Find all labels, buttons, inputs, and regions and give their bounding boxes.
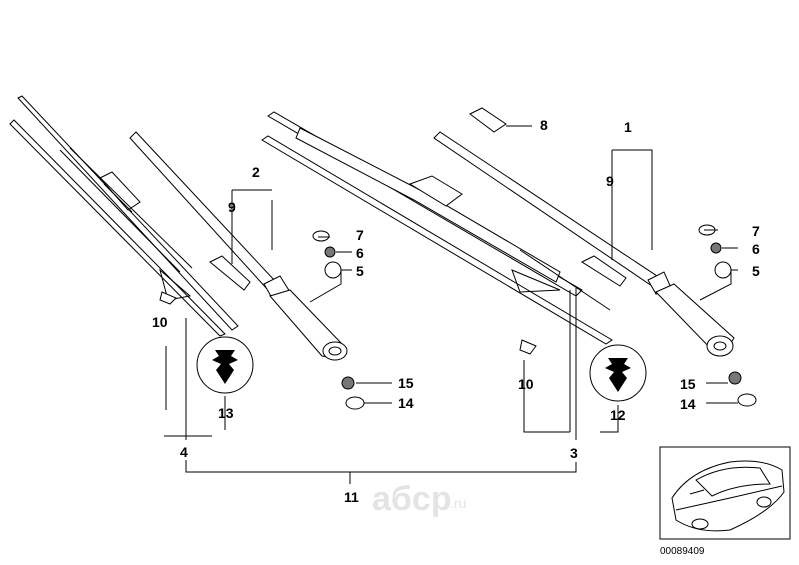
callout-3: 3 [570,445,578,461]
watermark-tld: .ru [450,495,466,511]
watermark: aбcp .ru [372,480,466,518]
screw-10-right [519,339,537,355]
arm-pivot-eye-left [322,341,348,361]
callout-14-left: 14 [398,395,414,411]
callout-7-left: 7 [356,227,364,243]
car-inset: 00089409 [659,446,791,557]
right-wiper-arm [433,131,735,357]
callout-8: 8 [540,117,548,133]
callout-12: 12 [610,407,626,423]
callout-7-right: 7 [752,223,760,239]
car-silhouette-icon [671,460,785,532]
nut-6-left [324,246,336,258]
callout-5-right: 5 [752,263,760,279]
clip-part-9-left [209,255,251,291]
leader-lines [164,125,738,484]
washer-14-right [737,393,757,407]
nut-6-right [710,242,722,254]
clip-part-9-right [580,255,627,287]
seal-ring-7-left [312,230,330,242]
badge-12 [589,344,647,402]
callout-9-left: 9 [228,199,236,215]
callout-5-left: 5 [356,263,364,279]
hardware-right [698,224,757,407]
arm-pivot-eye-right [706,335,734,357]
callout-11: 11 [344,489,359,505]
nut-15-right [728,371,742,385]
watermark-brand: aбcp [372,480,452,518]
cap-5-left [324,261,342,279]
callout-13: 13 [218,405,234,421]
part-8-adapter [469,107,507,133]
callout-9-right: 9 [606,173,614,189]
callout-10-left: 10 [152,314,168,330]
left-wiper-blade [9,95,239,337]
inset-image-code: 00089409 [660,546,705,557]
callout-15-right: 15 [680,376,696,392]
nut-15-left [341,376,355,390]
washer-14-left [345,396,365,410]
center-wiper-assembly [261,111,613,345]
tree-symbol-icon [212,350,238,384]
badge-13 [196,336,254,394]
callout-1: 1 [624,119,632,135]
callout-15-left: 15 [398,375,414,391]
tree-symbol-icon [605,358,631,392]
callout-2: 2 [252,164,260,180]
callout-6-left: 6 [356,245,364,261]
left-wiper-arm [129,131,348,361]
callout-4: 4 [180,444,188,460]
cap-5-right [714,261,732,279]
callout-labels: 1 2 3 4 5 5 6 6 7 7 8 9 9 10 10 11 12 13… [152,117,760,505]
screw-10-left [159,291,177,305]
callout-6-right: 6 [752,241,760,257]
hardware-left [312,230,365,410]
callout-10-right: 10 [518,376,534,392]
callout-14-right: 14 [680,396,696,412]
